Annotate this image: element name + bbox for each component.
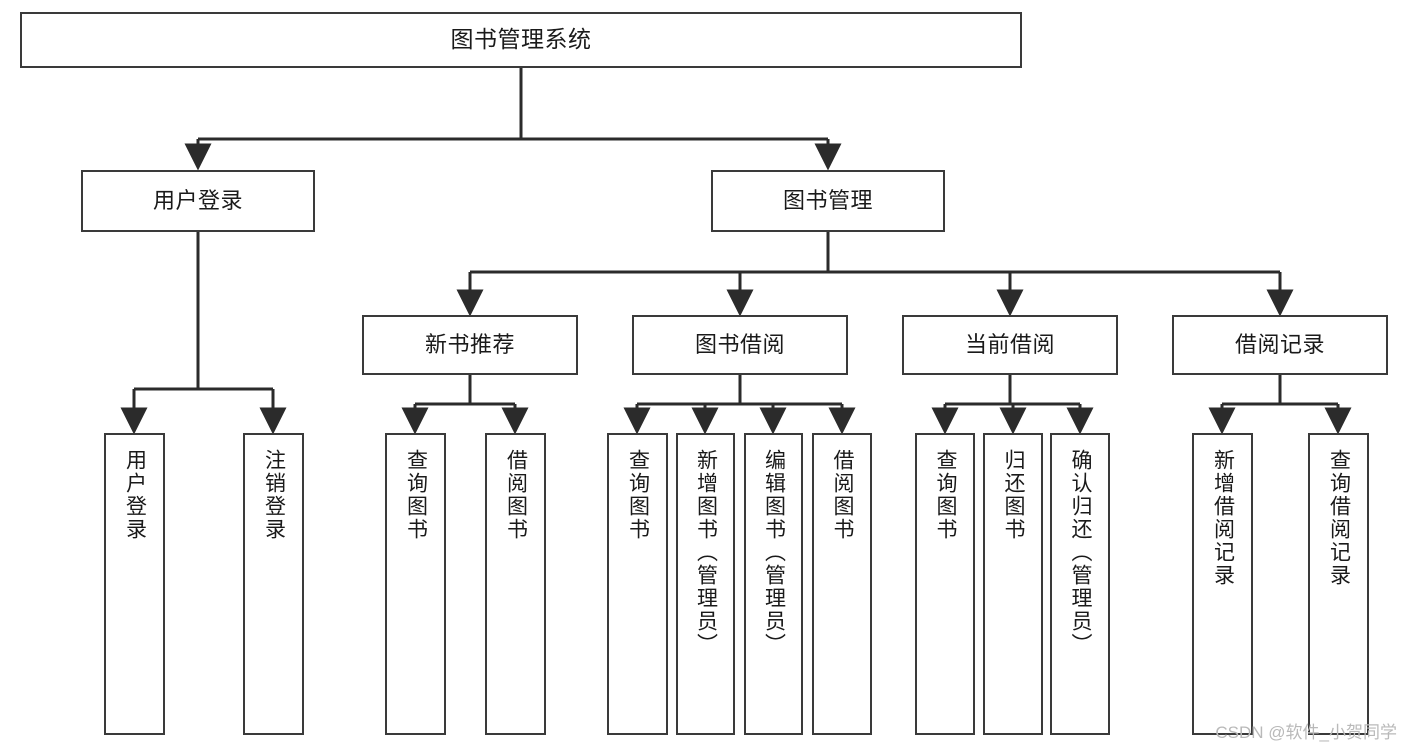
- node-root-label: 图书管理系统: [450, 26, 592, 53]
- node-leaf-add-record[interactable]: 新增借阅记录: [1192, 433, 1253, 735]
- node-user-login[interactable]: 用户登录: [81, 170, 315, 232]
- node-leaf-add-record-label: 新增借阅记录: [1211, 449, 1235, 587]
- node-leaf-confirm-return-label: 确认归还（管理员）: [1069, 449, 1093, 656]
- node-leaf-borrow-book-2-label: 借阅图书: [831, 449, 855, 541]
- node-book-borrow[interactable]: 图书借阅: [632, 315, 848, 375]
- node-leaf-add-book[interactable]: 新增图书（管理员）: [676, 433, 735, 735]
- node-leaf-user-login-label: 用户登录: [123, 449, 147, 541]
- node-new-book-recommend[interactable]: 新书推荐: [362, 315, 578, 375]
- node-leaf-query-book-2[interactable]: 查询图书: [607, 433, 668, 735]
- node-leaf-query-book-2-label: 查询图书: [626, 449, 650, 541]
- node-book-borrow-label: 图书借阅: [694, 331, 785, 357]
- node-root[interactable]: 图书管理系统: [20, 12, 1022, 68]
- node-book-manage[interactable]: 图书管理: [711, 170, 945, 232]
- node-book-manage-label: 图书管理: [782, 187, 873, 213]
- watermark: CSDN @软件_小贺同学: [1215, 723, 1397, 742]
- node-new-book-recommend-label: 新书推荐: [424, 331, 515, 357]
- node-leaf-user-logout[interactable]: 注销登录: [243, 433, 304, 735]
- node-borrow-record-label: 借阅记录: [1234, 331, 1325, 357]
- node-leaf-confirm-return[interactable]: 确认归还（管理员）: [1050, 433, 1110, 735]
- node-leaf-query-record-label: 查询借阅记录: [1327, 449, 1351, 587]
- node-leaf-add-book-label: 新增图书（管理员）: [694, 449, 718, 656]
- node-leaf-borrow-book-2[interactable]: 借阅图书: [812, 433, 872, 735]
- node-leaf-user-logout-label: 注销登录: [262, 449, 286, 541]
- node-leaf-query-book-3[interactable]: 查询图书: [915, 433, 975, 735]
- node-borrow-record[interactable]: 借阅记录: [1172, 315, 1388, 375]
- node-leaf-return-book[interactable]: 归还图书: [983, 433, 1043, 735]
- node-leaf-borrow-book-1-label: 借阅图书: [504, 449, 528, 541]
- node-leaf-query-record[interactable]: 查询借阅记录: [1308, 433, 1369, 735]
- node-current-borrow[interactable]: 当前借阅: [902, 315, 1118, 375]
- node-leaf-edit-book-label: 编辑图书（管理员）: [762, 449, 786, 656]
- node-leaf-edit-book[interactable]: 编辑图书（管理员）: [744, 433, 803, 735]
- node-leaf-borrow-book-1[interactable]: 借阅图书: [485, 433, 546, 735]
- node-leaf-query-book-3-label: 查询图书: [934, 449, 958, 541]
- node-current-borrow-label: 当前借阅: [964, 331, 1055, 357]
- node-leaf-query-book-1-label: 查询图书: [404, 449, 428, 541]
- node-leaf-query-book-1[interactable]: 查询图书: [385, 433, 446, 735]
- node-leaf-user-login[interactable]: 用户登录: [104, 433, 165, 735]
- node-user-login-label: 用户登录: [152, 187, 243, 213]
- node-leaf-return-book-label: 归还图书: [1002, 449, 1026, 541]
